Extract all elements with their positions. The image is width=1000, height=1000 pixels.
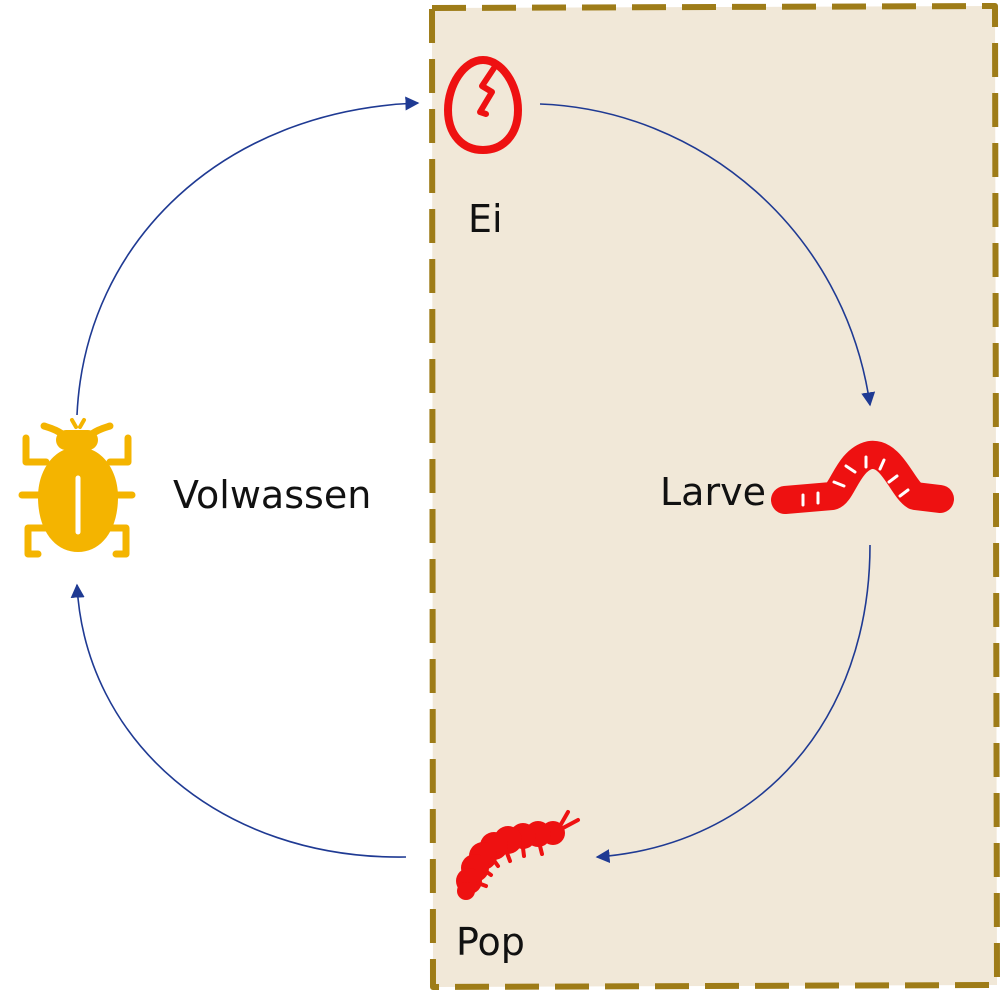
caterpillar-icon [456,810,580,900]
egg-stage-label: Ei [468,197,503,241]
pupa-stage-label: Pop [456,920,525,964]
arrow-adult-to-egg [76,96,420,416]
beetle-icon [18,418,136,558]
arrow-larva-to-pupa [595,544,871,864]
arrow-egg-to-larva [539,103,876,407]
worm-icon [771,441,954,514]
underground-panel [429,3,1000,990]
arrow-pupa-to-adult [70,583,407,858]
cracked-egg-icon [443,55,523,155]
larva-stage-label: Larve [660,470,766,514]
adult-stage-label: Volwassen [173,473,372,517]
